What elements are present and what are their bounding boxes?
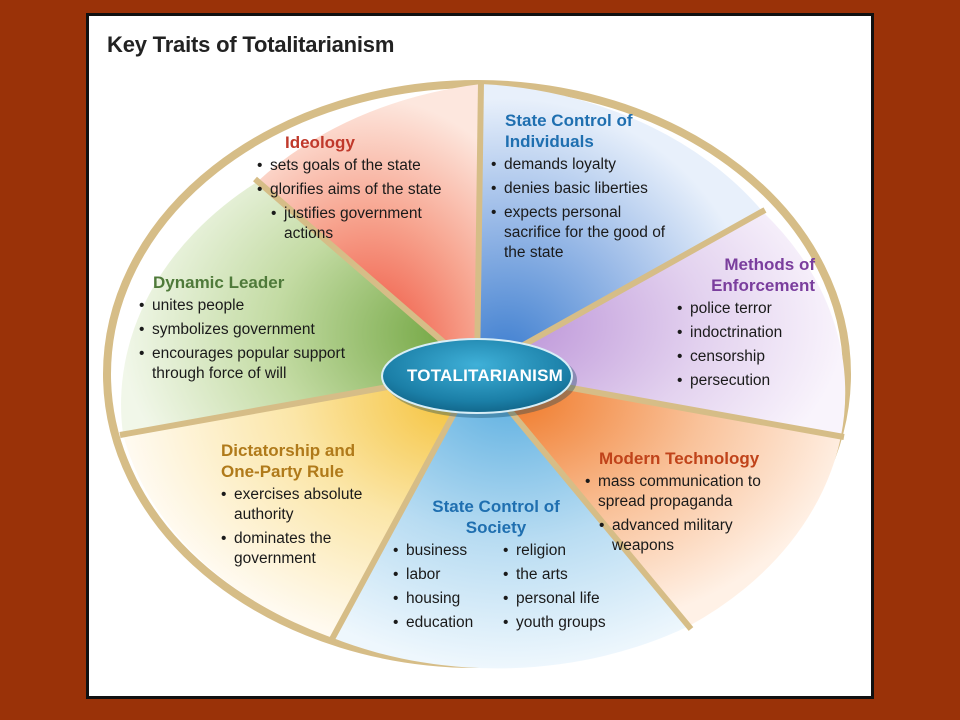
enforcement-heading: Methods of Enforcement xyxy=(711,255,815,295)
leader-item: unites people xyxy=(139,296,379,316)
society-item: youth groups xyxy=(503,613,615,633)
leader-heading: Dynamic Leader xyxy=(153,273,285,292)
state-individuals-item: expects personal sacrifice for the good … xyxy=(491,203,669,263)
dictatorship-item: exercises absolute authority xyxy=(221,485,381,525)
technology-item: advanced military weapons xyxy=(599,516,795,556)
segment-leader: Dynamic Leader unites people symbolizes … xyxy=(139,272,379,388)
segment-technology: Modern Technology mass communication to … xyxy=(585,448,795,560)
dictatorship-item: dominates the government xyxy=(221,529,381,569)
segment-ideology: Ideology sets goals of the state glorifi… xyxy=(257,132,457,248)
society-item: education xyxy=(393,613,489,633)
ideology-item: justifies government actions xyxy=(271,204,457,244)
society-item: business xyxy=(393,541,489,561)
ideology-heading: Ideology xyxy=(285,133,355,152)
diagram-frame: Key Traits of Totalitarianism xyxy=(86,13,874,699)
state-individuals-item: denies basic liberties xyxy=(491,179,669,199)
enforcement-item: police terror xyxy=(677,299,815,319)
society-item: personal life xyxy=(503,589,615,609)
enforcement-item: persecution xyxy=(677,371,815,391)
society-item: the arts xyxy=(503,565,615,585)
enforcement-item: censorship xyxy=(677,347,815,367)
leader-item: encourages popular support through force… xyxy=(139,344,379,384)
society-item: labor xyxy=(393,565,489,585)
segment-enforcement: Methods of Enforcement police terror ind… xyxy=(675,254,815,395)
society-heading: State Control of Society xyxy=(432,497,560,537)
diagram-title: Key Traits of Totalitarianism xyxy=(107,32,395,57)
state-individuals-item: demands loyalty xyxy=(491,155,669,175)
technology-heading: Modern Technology xyxy=(599,449,760,468)
segment-society: State Control of Society business labor … xyxy=(393,496,623,637)
center-label: TOTALITARIANISM xyxy=(407,366,563,385)
enforcement-item: indoctrination xyxy=(677,323,815,343)
hub-ellipse xyxy=(381,338,573,414)
ideology-item: glorifies aims of the state xyxy=(257,180,457,200)
ideology-item: sets goals of the state xyxy=(257,156,457,176)
dictatorship-heading: Dictatorship and One-Party Rule xyxy=(221,441,356,481)
segment-state-individuals: State Control of Individuals demands loy… xyxy=(491,110,669,267)
society-item: religion xyxy=(503,541,615,561)
state-individuals-heading: State Control of Individuals xyxy=(505,111,633,151)
segment-dictatorship: Dictatorship and One-Party Rule exercise… xyxy=(221,440,381,573)
society-item: housing xyxy=(393,589,489,609)
technology-item: mass communication to spread propaganda xyxy=(585,472,795,512)
leader-item: symbolizes government xyxy=(139,320,379,340)
